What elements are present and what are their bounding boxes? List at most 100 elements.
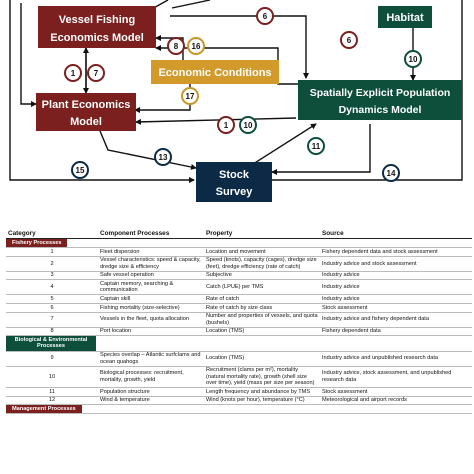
svg-text:10: 10 xyxy=(244,121,253,130)
row-source: Industry advice and fishery dependent da… xyxy=(320,312,472,328)
row-process: Vessels in the fleet, quota allocation xyxy=(98,312,204,328)
habitat-label: Habitat xyxy=(386,12,424,24)
row-number: 9 xyxy=(6,351,98,367)
badge-1: 1 xyxy=(217,116,235,134)
svg-text:16: 16 xyxy=(192,42,201,51)
header-property: Property xyxy=(204,229,320,239)
badge-13: 13 xyxy=(154,148,172,166)
population-label: Spatially Explicit Population xyxy=(310,87,451,99)
row-process: Fishing mortality (size-selective) xyxy=(98,303,204,313)
survey-label-2: Survey xyxy=(216,186,254,198)
row-process: Biological processes: recruitment, morta… xyxy=(98,366,204,388)
plant-label-2: Model xyxy=(70,116,102,128)
category-row-fishery: Fishery Processes xyxy=(6,238,472,249)
row-source: Stock assessment xyxy=(320,387,472,397)
economic-label: Economic Conditions xyxy=(158,67,271,79)
row-number: 7 xyxy=(6,312,98,328)
svg-text:7: 7 xyxy=(94,69,99,78)
row-number: 11 xyxy=(6,387,98,397)
badge-15: 15 xyxy=(71,161,89,179)
svg-text:17: 17 xyxy=(186,92,195,101)
row-property: Number and properties of vessels, and qu… xyxy=(204,312,320,328)
badge-6: 6 xyxy=(256,7,274,25)
row-number: 10 xyxy=(6,366,98,388)
row-property: Rate of catch xyxy=(204,294,320,304)
row-process: Species overlap – Atlantic surfclams and… xyxy=(98,351,204,367)
row-process: Captain memory, searching & communicatio… xyxy=(98,279,204,296)
plant-box: Plant Economics Model xyxy=(36,93,136,131)
row-property: Rate of catch by size class xyxy=(204,303,320,313)
row-source: Meteorological and airport records xyxy=(320,396,472,406)
habitat-box: Habitat xyxy=(378,6,432,28)
header-category: Category xyxy=(6,229,98,239)
vessel-box: Vessel Fishing Economics Model xyxy=(38,6,156,48)
vessel-label-2: Economics Model xyxy=(50,32,144,44)
badge-17: 17 xyxy=(181,87,199,105)
badge-11: 11 xyxy=(307,137,325,155)
row-property: Location (TMS) xyxy=(204,327,320,337)
header-component: Component Processes xyxy=(98,229,204,239)
row-source: Industry advice and stock assessment xyxy=(320,256,472,272)
svg-text:6: 6 xyxy=(263,12,268,21)
row-property: Speed (knots), capacity (cages), dredge … xyxy=(204,256,320,272)
row-number: 5 xyxy=(6,294,98,304)
svg-text:6: 6 xyxy=(347,36,352,45)
plant-label: Plant Economics xyxy=(42,99,131,111)
row-source: Industry advice xyxy=(320,271,472,281)
row-process: Captain skill xyxy=(98,294,204,304)
row-source: Fishery dependent data and stock assessm… xyxy=(320,247,472,257)
population-box: Spatially Explicit Population Dynamics M… xyxy=(298,80,462,120)
row-property: Location (TMS) xyxy=(204,351,320,367)
row-property: Recruitment (clams per m²), mortality (n… xyxy=(204,366,320,388)
badge-1: 1 xyxy=(64,64,82,82)
badge-7: 7 xyxy=(87,64,105,82)
row-process: Fleet dispersion xyxy=(98,247,204,257)
badge-14: 14 xyxy=(382,164,400,182)
process-table: Category Component Processes Property So… xyxy=(6,229,472,415)
row-property: Subjective xyxy=(204,271,320,281)
row-number: 4 xyxy=(6,279,98,296)
svg-text:13: 13 xyxy=(159,153,168,162)
survey-label: Stock xyxy=(219,169,250,181)
row-number: 12 xyxy=(6,396,98,406)
row-source: Industry advice xyxy=(320,279,472,296)
row-property: Wind (knots per hour), temperature (°C) xyxy=(204,396,320,406)
category-label: Management Processes xyxy=(6,405,82,414)
header-source: Source xyxy=(320,229,472,239)
badge-8: 8 xyxy=(167,37,185,55)
row-number: 3 xyxy=(6,271,98,281)
row-number: 2 xyxy=(6,256,98,272)
row-process: Wind & temperature xyxy=(98,396,204,406)
badge-10: 10 xyxy=(239,116,257,134)
svg-text:11: 11 xyxy=(312,142,321,151)
population-label-2: Dynamics Model xyxy=(339,104,422,116)
economic-box: Economic Conditions xyxy=(151,60,279,84)
survey-box: Stock Survey xyxy=(196,162,272,202)
badge-16: 16 xyxy=(187,37,205,55)
svg-text:10: 10 xyxy=(409,55,418,64)
row-source: Industry advice and unpublished research… xyxy=(320,351,472,367)
table-header-row: Category Component Processes Property So… xyxy=(6,229,472,239)
row-process: Safe vessel operation xyxy=(98,271,204,281)
row-source: Industry advice xyxy=(320,294,472,304)
svg-text:1: 1 xyxy=(71,69,76,78)
category-row-mgmt: Management Processes xyxy=(6,404,472,415)
row-number: 8 xyxy=(6,327,98,337)
row-source: Fishery dependent data xyxy=(320,327,472,337)
row-process: Vessel characteristics: speed & capacity… xyxy=(98,256,204,272)
svg-text:15: 15 xyxy=(76,166,85,175)
category-label: Fishery Processes xyxy=(6,239,68,248)
